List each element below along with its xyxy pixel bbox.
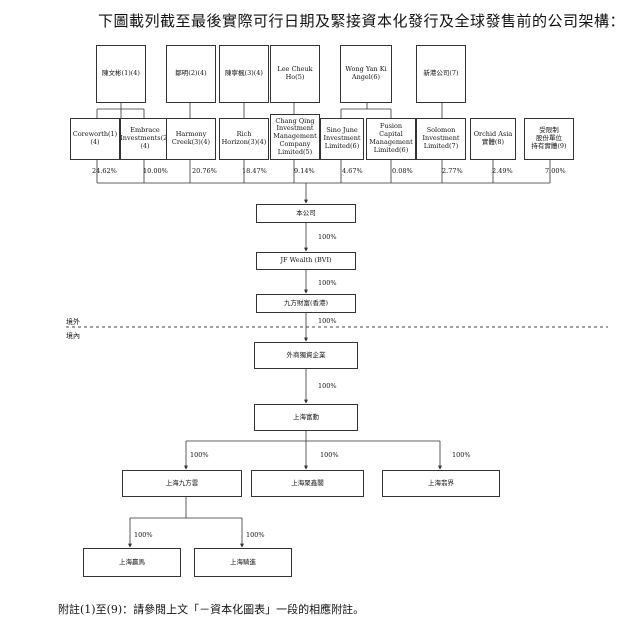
shareholder-box-chen-ningfeng: 陳寧楓(3)(4)	[219, 45, 269, 103]
holder-pct-fusion-capital: 0.08%	[392, 167, 413, 175]
holder-box-embrace: Embrace Investments(2)(4)	[120, 118, 170, 160]
footnote: 附註(1)至(9)：請參閱上文「－資本化圖表」一段的相應附註。	[58, 603, 365, 616]
shanghai-feijie-box: 上海翡界	[382, 470, 500, 497]
shanghai-qijin-box: 上海騎進	[194, 548, 292, 577]
wfoe-box: 外商獨資企業	[254, 342, 358, 369]
shareholder-box-xin-gang: 新港公司(7)	[416, 45, 466, 103]
level5-pct-2: 100%	[246, 531, 265, 539]
holder-pct-sino-june: 4.67%	[342, 167, 363, 175]
holder-pct-rsu: 7.00%	[545, 167, 566, 175]
holder-pct-harmony-creek: 20.76%	[192, 167, 217, 175]
level4-pct-1: 100%	[190, 451, 209, 459]
shanghai-yingma-box: 上海贏馬	[83, 548, 181, 577]
level5-pct-1: 100%	[134, 531, 153, 539]
shareholder-box-chen-wenbin: 陳文彬(1)(4)	[96, 45, 146, 103]
wfoe-pct: 100%	[318, 382, 337, 390]
holder-box-fusion-capital: Fusion Capital Management Limited(6)	[366, 118, 416, 160]
holder-box-orchid-asia: Orchid Asia 實體(8)	[470, 118, 516, 160]
shanghai-fudong-box: 上海富動	[254, 404, 358, 431]
holder-pct-coreworth: 24.62%	[92, 167, 117, 175]
holder-pct-embrace: 10.00%	[143, 167, 168, 175]
region-label-outside: 境外	[66, 318, 80, 326]
region-label-inside: 境內	[66, 332, 80, 340]
jf-wealth-box: JF Wealth (BVI)	[256, 252, 356, 270]
level4-pct-2: 100%	[320, 451, 339, 459]
holder-box-harmony-creek: Harmony Creek(3)(4)	[166, 118, 216, 160]
page-title: 下圖載列截至最後實際可行日期及緊接資本化發行及全球發售前的公司架構：	[98, 12, 626, 30]
holder-box-solomon: Solomon Investment Limited(7)	[416, 118, 466, 160]
holder-box-coreworth: Coreworth(1)(4)	[70, 118, 120, 160]
jf-wealth-pct: 100%	[318, 279, 337, 287]
holder-pct-solomon: 2.77%	[442, 167, 463, 175]
holder-box-chang-qing: Chang Qing Investment Management Company…	[270, 114, 320, 160]
shanghai-jiufangyun-box: 上海九方雲	[122, 470, 242, 497]
holder-pct-rich-horizon: 18.47%	[242, 167, 267, 175]
shareholder-box-zou-ming: 鄒明(2)(4)	[166, 45, 216, 103]
shareholder-box-lee-cheuk-ho: Lee Cheuk Ho(5)	[270, 45, 320, 103]
company-pct: 100%	[318, 233, 337, 241]
company-box: 本公司	[256, 204, 356, 223]
holder-box-rsu: 受限制 股份單位 持有實體(9)	[524, 118, 574, 160]
holder-pct-orchid-asia: 2.49%	[492, 167, 513, 175]
jiufang-hk-pct: 100%	[318, 317, 337, 325]
shanghai-juxinge-box: 上海聚鑫閣	[251, 470, 364, 497]
holder-pct-chang-qing: 9.14%	[294, 167, 315, 175]
jiufang-hk-box: 九方財富(香港)	[256, 294, 356, 313]
shareholder-box-wong-yan-ki: Wong Yan Ki Angel(6)	[340, 45, 392, 103]
holder-box-rich-horizon: Rich Horizon(3)(4)	[219, 118, 269, 160]
holder-box-sino-june: Sino June Investment Limited(6)	[320, 118, 364, 160]
level4-pct-3: 100%	[452, 451, 471, 459]
